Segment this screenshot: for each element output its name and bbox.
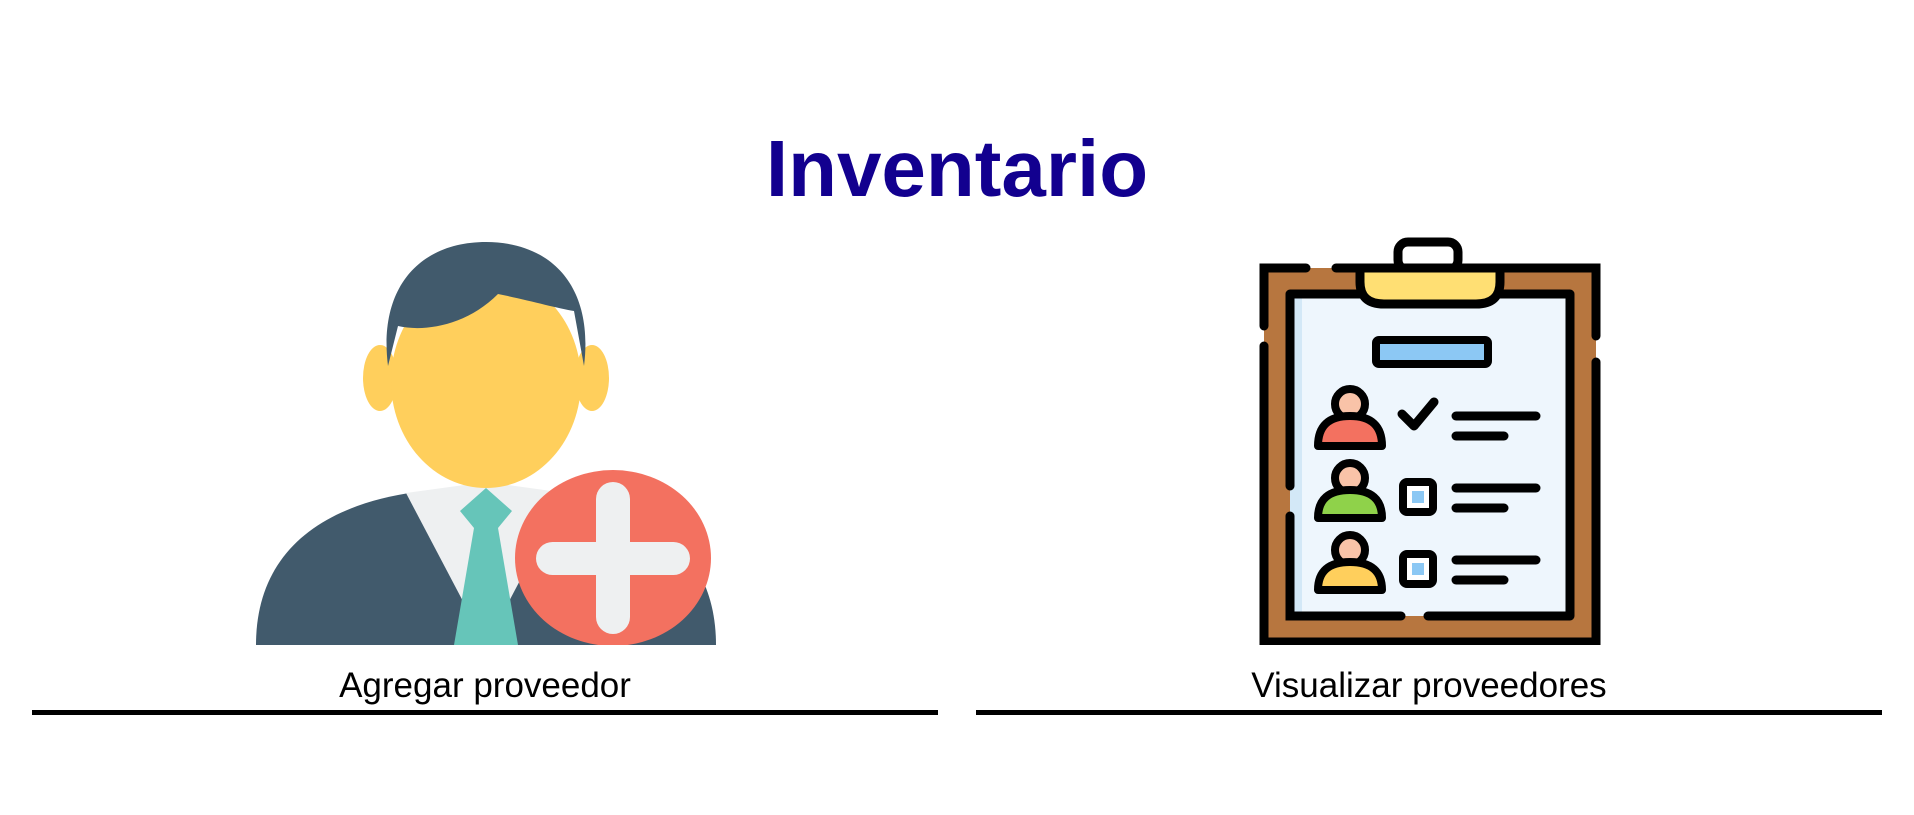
view-suppliers-label: Visualizar proveedores	[1251, 666, 1607, 705]
view-suppliers-underline	[976, 710, 1882, 715]
add-user-icon	[32, 236, 938, 645]
add-supplier-underline	[32, 710, 938, 715]
page-title: Inventario	[765, 123, 1149, 213]
view-suppliers-card[interactable]: Visualizar proveedores	[976, 236, 1882, 716]
add-supplier-card[interactable]: Agregar proveedor	[32, 236, 938, 716]
add-supplier-label: Agregar proveedor	[339, 666, 631, 705]
clipboard-list-icon	[976, 236, 1882, 645]
